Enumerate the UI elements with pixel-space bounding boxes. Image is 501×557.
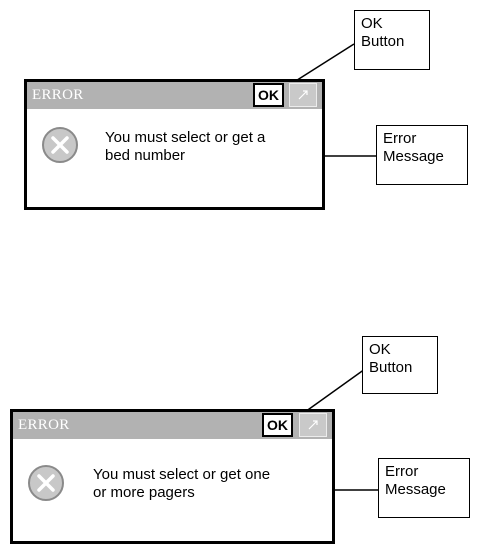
message-line: You must select or get a (105, 129, 265, 147)
error-x-circle-icon (26, 463, 66, 503)
error-x-circle-icon (40, 125, 80, 165)
title-bar: ERROR OK (27, 82, 322, 109)
error-message: You must select or get one or more pager… (93, 466, 270, 502)
message-line: bed number (105, 147, 265, 165)
dialog-title: ERROR (32, 87, 84, 104)
resize-arrow-icon (306, 418, 320, 432)
ok-button-callout: OK Button (354, 10, 430, 70)
callout-line: Button (369, 359, 431, 377)
title-bar: ERROR OK (13, 412, 332, 439)
error-message: You must select or get a bed number (105, 129, 265, 165)
ok-button[interactable]: OK (262, 413, 293, 437)
resize-arrow-icon (296, 88, 310, 102)
callout-line: Error (385, 463, 463, 481)
message-line: or more pagers (93, 484, 270, 502)
callout-line: Error (383, 130, 461, 148)
callout-line: OK (361, 15, 423, 33)
ok-button[interactable]: OK (253, 83, 284, 107)
callout-line: OK (369, 341, 431, 359)
resize-button[interactable] (299, 413, 327, 437)
callout-line: Button (361, 33, 423, 51)
error-message-callout: Error Message (376, 125, 468, 185)
callout-line: Message (383, 148, 461, 166)
dialog-body: You must select or get a bed number (27, 109, 322, 207)
dialog-title: ERROR (18, 417, 70, 434)
ok-button-callout: OK Button (362, 336, 438, 394)
resize-button[interactable] (289, 83, 317, 107)
dialog-body: You must select or get one or more pager… (13, 439, 332, 541)
message-line: You must select or get one (93, 466, 270, 484)
callout-line: Message (385, 481, 463, 499)
error-message-callout: Error Message (378, 458, 470, 518)
error-dialog: ERROR OK You must select or get a bed nu… (24, 79, 325, 210)
error-dialog: ERROR OK You must select or get one or m… (10, 409, 335, 544)
